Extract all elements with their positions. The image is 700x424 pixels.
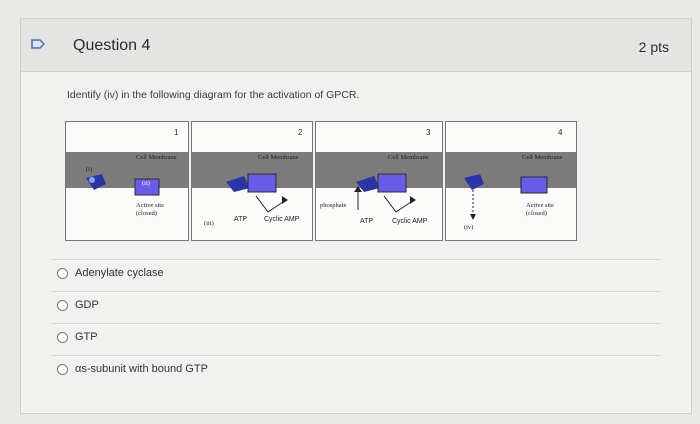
membrane-label: Cell Membrane [388,154,429,161]
radio-icon[interactable] [57,331,68,343]
active-site-label: Active site (closed) [136,202,164,217]
question-card: Question 4 2 pts Identify (iv) in the fo… [20,18,692,414]
reaction-arrows [383,195,416,213]
radio-icon[interactable] [57,299,68,311]
phosphate-arrow [354,186,362,210]
receptor-shape [464,174,484,190]
enzyme-shape [520,176,548,194]
radio-icon[interactable] [57,267,68,279]
atp-label: ATP [360,218,374,225]
label-iv: (iv) [464,224,474,231]
option-label: GDP [75,299,99,311]
option-label: GTP [75,331,98,343]
cyclic-amp-label: Cyclic AMP [392,218,428,225]
cyclic-amp-label: Cyclic AMP [264,216,300,223]
radio-icon[interactable] [57,363,68,375]
dashed-arrow [470,190,476,220]
reaction-arrows [255,195,288,213]
divider [51,355,661,356]
divider [51,291,661,292]
receptor-enzyme-shape [356,173,407,193]
panel-number: 4 [558,128,563,137]
membrane-label: Cell Membrane [258,154,299,161]
question-points: 2 pts [638,39,669,55]
panel-number: 2 [298,128,303,137]
option-label: Adenylate cyclase [75,267,164,279]
label-ii: (ii) [142,180,150,187]
option-gtp[interactable]: GTP [57,331,98,343]
diagram-panel-1: 1 Cell Membrane (i) (ii) Active site (cl… [65,121,189,241]
phosphate-label: phosphate [320,202,347,209]
option-alpha-s-subunit-gtp[interactable]: αs-subunit with bound GTP [57,363,208,375]
enzyme-shape [134,178,160,196]
diagram-panel-2: 2 Cell Membrane (iii) ATP Cyclic AMP [191,121,313,241]
question-prompt: Identify (iv) in the following diagram f… [67,89,360,101]
question-title: Question 4 [73,37,151,54]
active-site-label: Active site (closed) [526,202,554,217]
receptor-shape [86,174,106,190]
panel-number: 1 [174,128,179,137]
diagram-panel-4: 4 Cell Membrane (iv) Active site (closed… [445,121,577,241]
option-adenylate-cyclase[interactable]: Adenylate cyclase [57,267,164,279]
diagram-panel-3: 3 Cell Membrane phosphate ATP Cyclic AMP [315,121,443,241]
atp-label: ATP [234,216,248,223]
label-iii: (iii) [204,220,214,227]
membrane-label: Cell Membrane [522,154,563,161]
question-header: Question 4 2 pts [21,19,691,72]
gpcr-diagram: 1 Cell Membrane (i) (ii) Active site (cl… [65,121,577,241]
label-i: (i) [86,166,93,173]
option-label: αs-subunit with bound GTP [75,363,208,375]
panel-number: 3 [426,128,431,137]
option-gdp[interactable]: GDP [57,299,99,311]
membrane-label: Cell Membrane [136,154,177,161]
cell-membrane [66,152,188,188]
divider [51,259,661,260]
divider [51,323,661,324]
receptor-enzyme-shape [226,173,277,193]
bookmark-flag-icon[interactable] [31,39,45,49]
